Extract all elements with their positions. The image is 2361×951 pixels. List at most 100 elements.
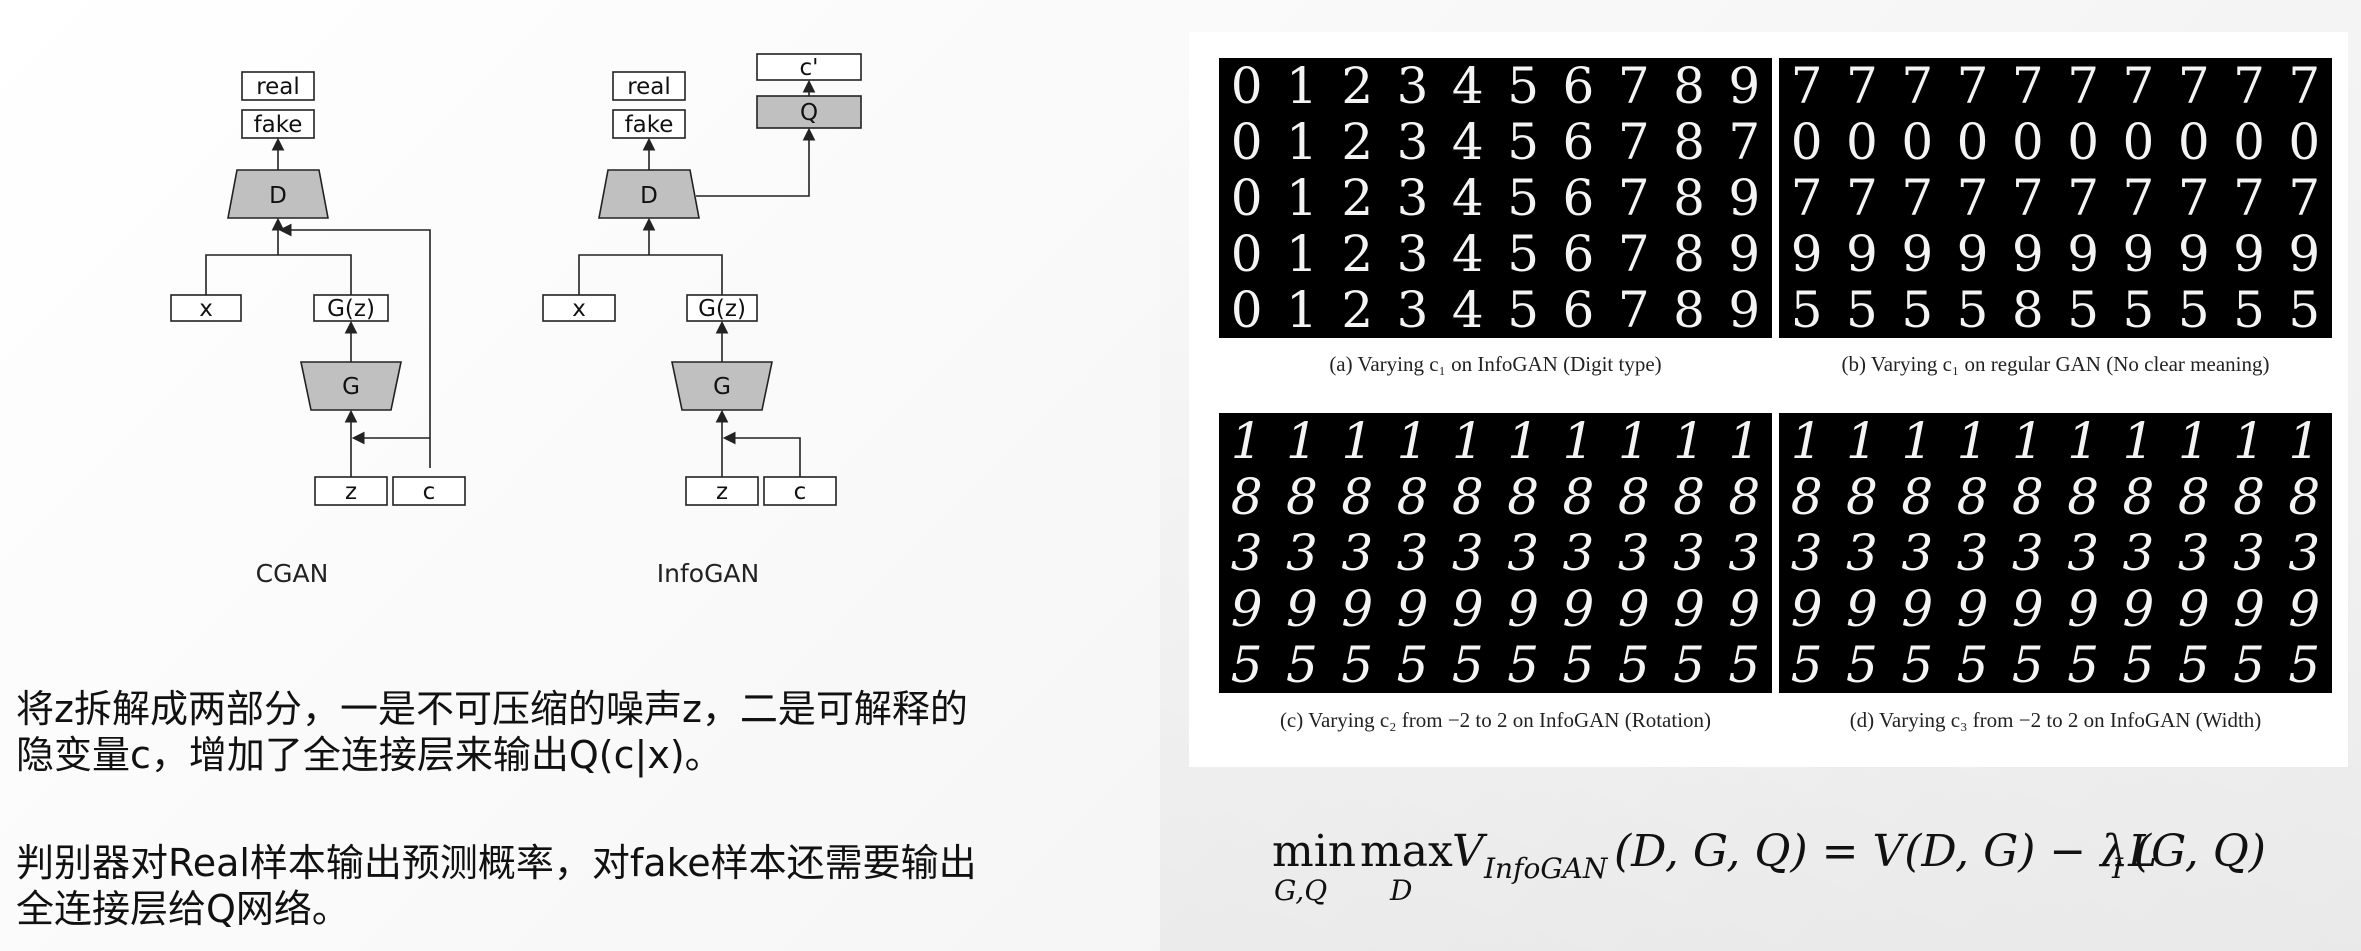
digit-cell: 7 <box>2011 58 2044 115</box>
infogan-c-to-g-arrow <box>722 431 801 477</box>
digit-cell: 5 <box>1846 636 1878 693</box>
digit-cell: 7 <box>1617 225 1650 283</box>
formula-min-subscript: G,Q <box>1274 874 1328 907</box>
digit-cell: 5 <box>1673 636 1705 693</box>
digit-cell: 9 <box>1396 580 1429 638</box>
digit-cell: 9 <box>1728 58 1761 115</box>
digit-cell: 0 <box>2011 113 2044 171</box>
digit-cell: 0 <box>1790 113 1823 171</box>
digit-cell: 5 <box>2122 281 2155 338</box>
formula-rhs: (D, G, Q) = V(D, G) − λL <box>1614 826 2158 877</box>
cgan-z-label: z <box>345 479 357 505</box>
infogan-cprime-label: c' <box>800 55 819 81</box>
digit-cell: 8 <box>2067 468 2100 526</box>
digit-cell: 1 <box>1846 413 1878 470</box>
digit-cell: 1 <box>1673 413 1705 470</box>
digit-cell: 9 <box>2177 225 2210 283</box>
digit-cell: 7 <box>1728 113 1761 171</box>
digit-cell: 9 <box>1286 580 1318 638</box>
digit-cell: 3 <box>1901 524 1934 582</box>
digit-cell: 5 <box>1341 636 1374 693</box>
digit-cell: 7 <box>1901 58 1934 115</box>
digit-cell: 4 <box>1451 281 1484 338</box>
digit-cell: 7 <box>2288 169 2321 227</box>
digit-cell: 3 <box>1790 524 1823 582</box>
digit-cell: 9 <box>2011 580 2044 638</box>
digit-cell: 9 <box>1451 580 1484 638</box>
infogan-d-to-q-arrow <box>696 127 816 197</box>
cgan-g-label: G <box>342 374 360 400</box>
digit-cell: 1 <box>1341 413 1374 470</box>
explanation-paragraph-1: 将z拆解成两部分，一是不可压缩的噪声z，二是可解释的 隐变量c，增加了全连接层来… <box>16 686 1096 778</box>
digit-cell: 8 <box>1562 468 1595 526</box>
digit-cell: 7 <box>1901 169 1934 227</box>
infogan-z-box <box>685 476 759 506</box>
digit-cell: 7 <box>2067 58 2100 115</box>
cgan-c-to-d-line <box>278 223 431 468</box>
digit-cell: 0 <box>1230 58 1263 115</box>
digit-cell: 1 <box>1286 169 1318 227</box>
digit-cell: 0 <box>2067 113 2100 171</box>
digit-cell: 3 <box>1673 524 1705 582</box>
digit-cell: 7 <box>1617 113 1650 171</box>
cgan-diagram: real fake D x G(z) G z c CGAN <box>170 71 466 588</box>
digit-cell: 5 <box>1507 281 1540 338</box>
digit-cell: 3 <box>2011 524 2044 582</box>
digit-cell: 3 <box>1562 524 1595 582</box>
digit-cell: 8 <box>1901 468 1934 526</box>
digit-cell: 0 <box>1901 113 1934 171</box>
digit-cell: 7 <box>2122 58 2155 115</box>
digit-cell: 9 <box>2067 580 2100 638</box>
digit-cell: 0 <box>2233 113 2265 171</box>
digit-cell: 8 <box>1673 113 1705 171</box>
digit-cell: 5 <box>1507 113 1540 171</box>
digit-cell: 9 <box>2067 225 2100 283</box>
digit-cell: 3 <box>2122 524 2155 582</box>
explanation-1-line-1: 将z拆解成两部分，一是不可压缩的噪声z，二是可解释的 <box>16 687 968 731</box>
digit-cell: 8 <box>2288 468 2321 526</box>
digit-cell: 1 <box>1396 413 1429 470</box>
digit-cell: 3 <box>2067 524 2100 582</box>
infogan-discriminator-block <box>598 169 700 219</box>
digit-cell: 4 <box>1451 58 1484 115</box>
digit-cell: 7 <box>1846 169 1878 227</box>
digit-cell: 8 <box>1507 468 1540 526</box>
digit-cell: 0 <box>1230 113 1263 171</box>
digit-cell: 9 <box>2233 580 2265 638</box>
digit-cell: 3 <box>1230 524 1263 582</box>
digit-cell: 9 <box>1507 580 1540 638</box>
digit-cell: 8 <box>1673 169 1705 227</box>
cgan-z-box <box>314 476 388 506</box>
caption-c: (c) Varying c₂ from −2 to 2 on InfoGAN (… <box>1279 708 1712 732</box>
digit-cell: 9 <box>1790 225 1823 283</box>
digit-cell: 9 <box>1728 281 1761 338</box>
digit-cell: 8 <box>1673 58 1705 115</box>
digit-cell: 7 <box>1956 58 1989 115</box>
digit-cell: 1 <box>1286 225 1318 283</box>
digit-cell: 8 <box>2011 281 2044 338</box>
infogan-diagram: real fake c' Q D x G(z) G z c InfoGAN <box>542 53 862 588</box>
digit-cell: 9 <box>2233 225 2265 283</box>
digit-cell: 5 <box>1451 636 1484 693</box>
cgan-x-g-join <box>205 254 352 295</box>
infogan-caption: InfoGAN <box>657 559 760 588</box>
digit-cell: 9 <box>1901 580 1934 638</box>
digit-cell: 5 <box>2177 636 2210 693</box>
digit-cell: 8 <box>1396 468 1429 526</box>
digit-cell: 8 <box>1673 281 1705 338</box>
digit-cell: 9 <box>2288 225 2321 283</box>
digit-cell: 3 <box>1956 524 1989 582</box>
formula-min: min <box>1272 826 1357 877</box>
digit-cell: 7 <box>2233 169 2265 227</box>
digit-cell: 8 <box>1286 468 1318 526</box>
digit-cell: 8 <box>2233 468 2265 526</box>
formula-max: max <box>1360 826 1453 877</box>
digit-cell: 3 <box>1286 524 1318 582</box>
infogan-real-box <box>612 71 686 101</box>
cgan-fake-label: fake <box>254 112 303 138</box>
cgan-gz-label: G(z) <box>327 296 375 322</box>
caption-b: (b) Varying c₁ on regular GAN (No clear … <box>1841 352 2270 376</box>
digit-cell: 5 <box>2177 281 2210 338</box>
